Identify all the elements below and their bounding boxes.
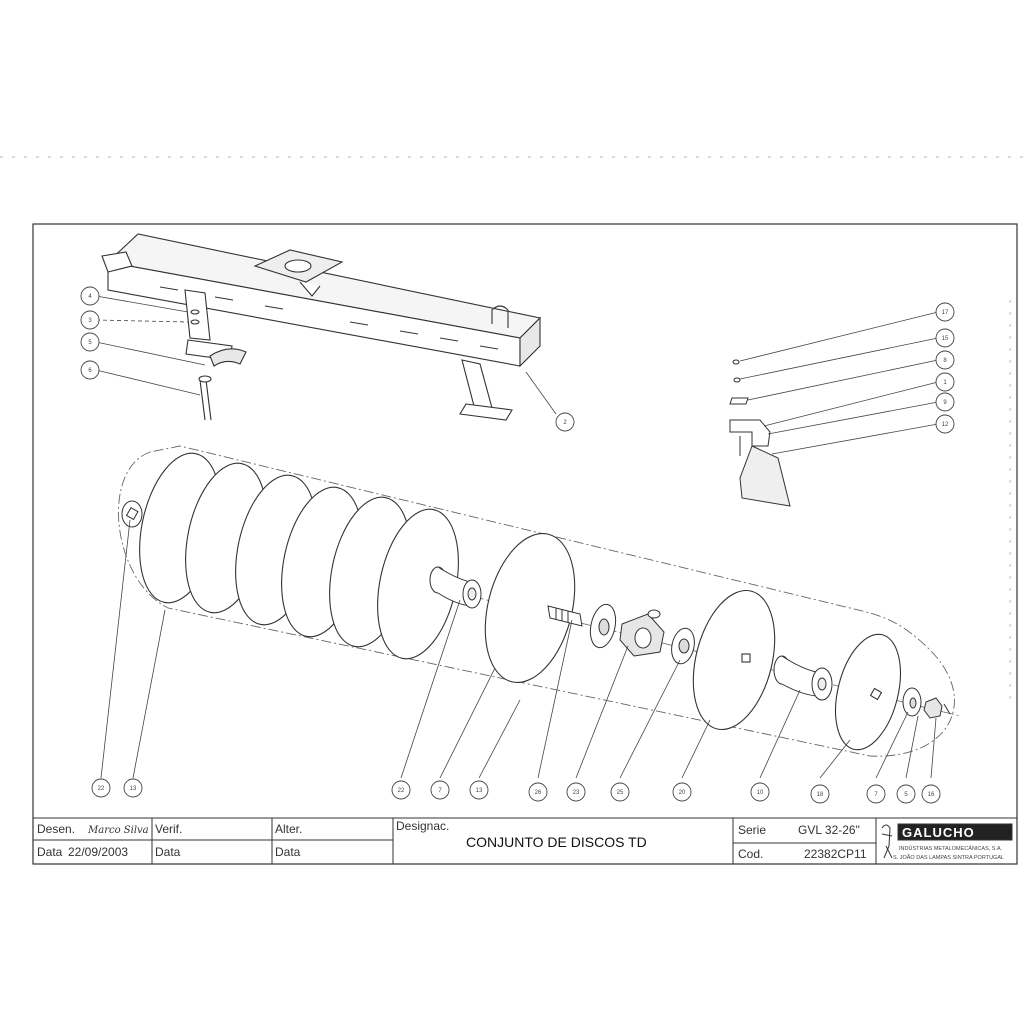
callout-balloon: 20 [672,782,692,802]
callout-balloon: 12 [935,414,955,434]
serie-label: Serie [738,823,766,837]
callout-number: 20 [679,790,686,796]
callout-balloon: 22 [391,780,411,800]
callout-number: 6 [88,368,92,374]
callout-number: 9 [943,400,947,406]
callout-number: 2 [563,420,567,426]
callout-number: 17 [942,310,949,316]
callout-balloon: 6 [80,360,100,380]
brand-location: S. JOÃO DAS LAMPAS SINTRA PORTUGAL [893,854,1004,861]
callout-number: 22 [98,786,105,792]
disc-stack [139,452,459,660]
desen-label: Desen. [37,822,75,836]
callout-balloon: 5 [80,332,100,352]
callout-number: 10 [757,790,764,796]
cod-value: 22382CP11 [804,847,867,861]
drawing-date: 22/09/2003 [68,845,128,859]
end-washer-right [902,687,922,717]
data-label-3: Data [275,845,301,859]
callout-number: 22 [398,788,405,794]
verif-label: Verif. [155,822,182,836]
callout-number: 5 [904,792,908,798]
callout-number: 23 [573,790,580,796]
callout-number: 7 [438,788,442,794]
callout-number: 5 [88,340,92,346]
callout-balloon: 3 [80,310,100,330]
callout-balloon: 2 [555,412,575,432]
callout-balloon: 17 [935,302,955,322]
spacer-spool-2 [773,655,833,701]
callout-balloon: 23 [566,782,586,802]
designac-label: Designac. [396,819,449,833]
callout-balloon: 15 [935,328,955,348]
callout-number: 18 [817,792,824,798]
spacer-spool-1 [429,566,482,609]
frame-assembly [101,233,542,421]
callout-balloon: 8 [935,350,955,370]
callout-balloon: 26 [528,782,548,802]
callout-number: 16 [928,792,935,798]
cod-label: Cod. [738,847,763,861]
callout-balloon: 13 [123,778,143,798]
leader-lines-discs [100,519,937,779]
callout-balloon: 25 [610,782,630,802]
callout-number: 25 [617,790,624,796]
leader-lines-frame [95,295,557,415]
callout-balloon: 4 [80,286,100,306]
axle-stub [547,605,583,627]
drawing-title: CONJUNTO DE DISCOS TD [466,834,647,850]
serie-value: GVL 32-26" [798,823,860,837]
callout-number: 13 [130,786,137,792]
callout-number: 15 [942,336,949,342]
disc-single-2 [692,589,776,731]
callout-balloon: 13 [469,780,489,800]
disc-single-3 [835,633,901,751]
callout-number: 8 [943,358,947,364]
end-nut [923,697,951,719]
callout-number: 7 [874,792,878,798]
callout-number: 13 [476,788,483,794]
assembly-envelope [118,445,955,757]
callout-number: 12 [942,422,949,428]
callout-balloon: 1 [935,372,955,392]
horse-logo-icon [881,824,893,859]
scraper-assembly [729,359,791,507]
callout-balloon: 10 [750,782,770,802]
data-label-2: Data [155,845,181,859]
callout-balloon: 18 [810,784,830,804]
brand-name: GALUCHO [902,825,975,840]
callout-balloon: 22 [91,778,111,798]
callout-balloon: 5 [896,784,916,804]
callout-balloon: 16 [921,784,941,804]
callout-number: 3 [88,318,92,324]
callout-balloons: 4 3 5 6 2 17 15 8 1 9 12 22 13 22 7 13 26 23 25 20 10 18 7 5 16 [80,286,955,804]
bearing-washer [589,603,617,649]
disc-single-1 [484,533,576,683]
scan-dashes [0,156,1024,700]
seal-washer [671,627,695,665]
callout-number: 4 [88,294,92,300]
title-block [32,817,1018,865]
callout-balloon: 9 [935,392,955,412]
end-washer-left [121,500,143,528]
brand-subtitle: INDÚSTRIAS METALOMECÂNICAS, S.A. [899,845,1003,852]
data-label: Data [37,845,63,859]
callout-balloon: 7 [866,784,886,804]
bearing-housing [619,609,665,657]
drafter-signature: Marco Silva [87,825,149,836]
callout-number: 1 [943,380,947,386]
callout-balloon: 7 [430,780,450,800]
leader-lines-scraper [739,311,939,455]
alter-label: Alter. [275,822,302,836]
callout-number: 26 [535,790,542,796]
